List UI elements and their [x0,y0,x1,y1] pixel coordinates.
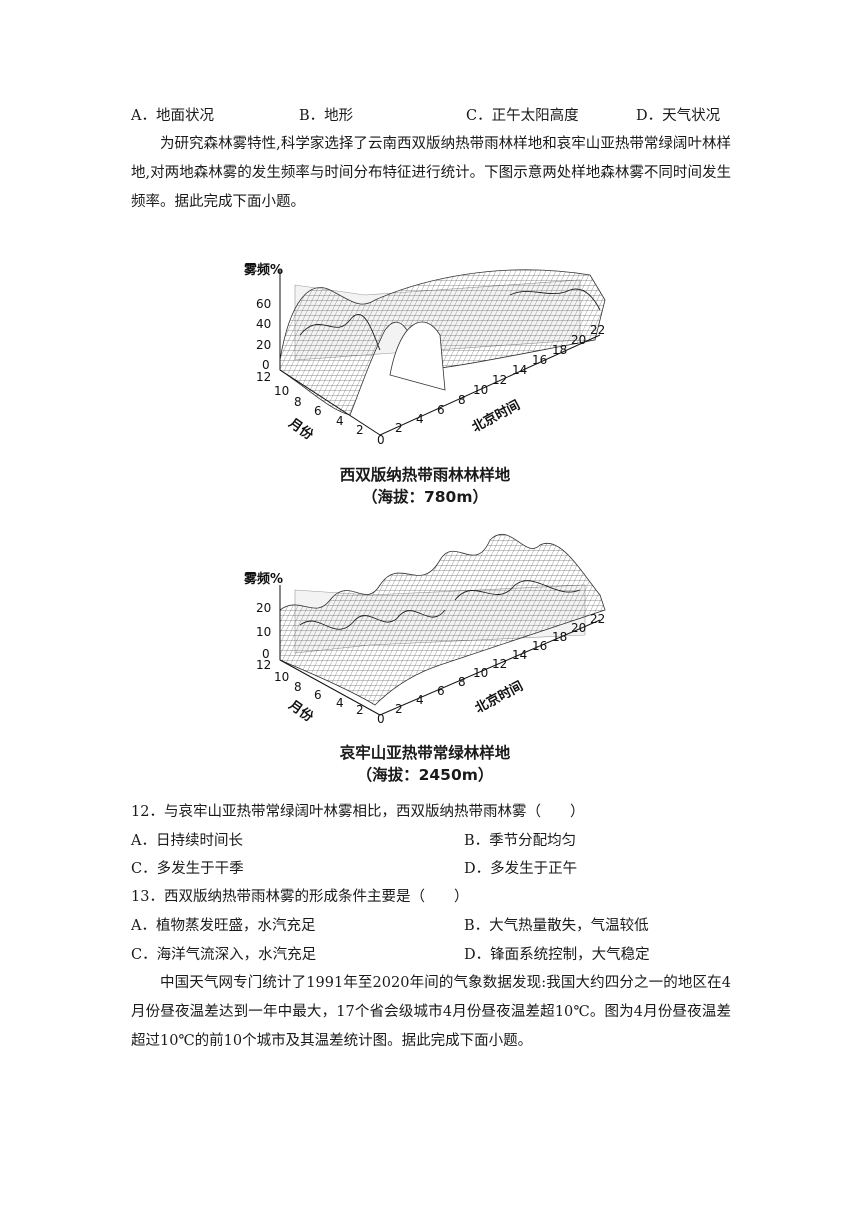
fig1-month-tick: 2 [356,423,364,437]
prev-option-d: D．天气状况 [636,108,721,124]
fig1-caption: 西双版纳热带雨林林样地 （海拔：780m） [235,464,615,508]
fig2-month-tick: 12 [256,658,271,672]
figure-xishuangbanna: 雾频% 60 40 20 0 12 10 8 6 4 2 0 月份 2 4 6 … [240,240,620,450]
fig1-ytick: 20 [256,338,271,352]
fig2-time-tick: 20 [571,621,586,635]
fig1-ytick: 40 [256,317,271,331]
question-13-stem: 13．西双版纳热带雨林雾的形成条件主要是（ ） [131,889,469,905]
prev-option-a: A．地面状况 [131,108,214,124]
prev-options-row: A．地面状况 B．地形 C．正午太阳高度 D．天气状况 [131,104,741,126]
fig2-ytick: 0 [262,647,270,661]
fig1-time-label: 北京时间 [469,397,522,436]
fig1-time-tick: 4 [416,412,424,426]
fig2-month-tick: 4 [336,696,344,710]
question-13-option-c[interactable]: C．海洋气流深入，水汽充足 [131,947,317,963]
fig2-time-tick: 18 [552,630,567,644]
fig1-time-tick: 6 [437,403,445,417]
fig2-time-tick: 14 [512,648,527,662]
fig1-caption-title: 西双版纳热带雨林林样地 [339,466,511,484]
fig1-time-tick: 12 [492,373,507,387]
fig2-month-label: 月份 [285,697,317,725]
intro-paragraph-fog: 为研究森林雾特性,科学家选择了云南西双版纳热带雨林样地和哀牢山亚热带常绿阔叶林样… [131,136,731,210]
fig1-time-tick: 2 [395,421,403,435]
fig1-time-tick: 20 [571,333,586,347]
fig2-time-tick: 2 [395,702,403,716]
fig2-caption-altitude: （海拔：2450m） [356,766,494,784]
figure-ailaoshan: 雾频% 20 10 0 12 10 8 6 4 2 0 月份 2 4 6 8 1… [240,515,620,725]
fig2-caption-title: 哀牢山亚热带常绿林样地 [339,744,511,762]
question-12-option-c[interactable]: C．多发生于干季 [131,861,244,877]
fig1-month-tick: 8 [294,395,302,409]
prev-option-c: C．正午太阳高度 [466,108,579,124]
prev-option-b: B．地形 [299,108,354,124]
fig2-ytick: 10 [256,625,271,639]
fig1-ytick: 60 [256,297,271,311]
fig1-month-label: 月份 [285,415,317,444]
fig2-ytick: 20 [256,601,271,615]
fig2-month-tick: 8 [294,680,302,694]
question-12-stem: 12．与哀牢山亚热带常绿阔叶林雾相比，西双版纳热带雨林雾（ ） [131,804,585,820]
intro-paragraph-temperature: 中国天气网专门统计了1991年至2020年间的气象数据发现:我国大约四分之一的地… [131,975,731,1049]
fig2-caption: 哀牢山亚热带常绿林样地 （海拔：2450m） [235,742,615,786]
fig2-time-tick: 12 [492,657,507,671]
question-12-option-d[interactable]: D．多发生于正午 [464,861,578,877]
question-13-option-d[interactable]: D．锋面系统控制，大气稳定 [464,947,650,963]
fig1-month-tick: 12 [256,370,271,384]
fig1-ytick: 0 [262,358,270,372]
fig1-month-tick: 0 [377,433,385,447]
surface-plot-ailaoshan: 雾频% 20 10 0 12 10 8 6 4 2 0 月份 2 4 6 8 1… [243,533,606,725]
fig1-ylabel: 雾频% [243,262,283,278]
question-12-option-a[interactable]: A．日持续时间长 [131,833,243,849]
fig1-month-tick: 10 [274,384,289,398]
question-13-option-b[interactable]: B．大气热量散失，气温较低 [464,918,649,934]
fig1-time-tick: 10 [473,383,488,397]
fig2-time-tick: 6 [437,684,445,698]
question-13-option-a[interactable]: A．植物蒸发旺盛，水汽充足 [131,918,316,934]
question-12-option-b[interactable]: B．季节分配均匀 [464,833,577,849]
fig2-time-tick: 22 [590,612,605,626]
fig2-month-tick: 6 [314,688,322,702]
fig2-time-label: 北京时间 [472,678,525,717]
fig1-month-tick: 6 [314,404,322,418]
fig1-time-tick: 22 [590,323,605,337]
fig2-month-tick: 10 [274,670,289,684]
fig2-time-tick: 16 [532,639,547,653]
fig2-month-tick: 2 [356,703,364,717]
fig1-time-tick: 14 [512,363,527,377]
fig1-time-tick: 8 [458,393,466,407]
fig2-ylabel: 雾频% [243,571,283,587]
surface-plot-xishuangbanna: 雾频% 60 40 20 0 12 10 8 6 4 2 0 月份 2 4 6 … [243,262,606,447]
fig1-month-tick: 4 [336,414,344,428]
fig2-month-tick: 0 [377,712,385,725]
fig1-time-tick: 16 [532,353,547,367]
fig1-caption-altitude: （海拔：780m） [361,488,488,506]
fig2-time-tick: 4 [416,693,424,707]
fig2-time-tick: 8 [458,675,466,689]
fig1-time-tick: 18 [552,343,567,357]
fig2-time-tick: 10 [473,666,488,680]
